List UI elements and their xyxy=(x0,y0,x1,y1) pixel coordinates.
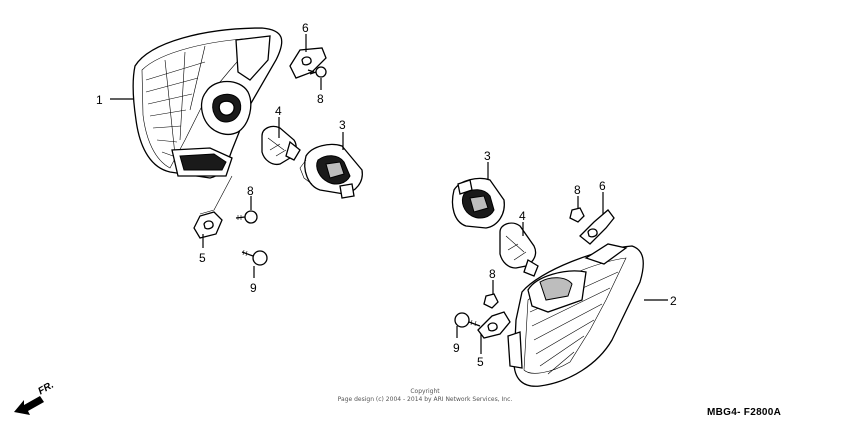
right-turn-signal-lens[interactable] xyxy=(507,243,644,387)
callout-9-left: 9 xyxy=(250,281,257,295)
callout-1: 1 xyxy=(96,93,103,107)
callout-5-left: 5 xyxy=(199,251,206,265)
screw-8-left[interactable] xyxy=(235,210,258,224)
left-upper-plate[interactable] xyxy=(289,47,327,79)
left-lower-plate[interactable] xyxy=(193,211,223,239)
right-bulb[interactable] xyxy=(499,222,539,277)
diagram-code: MBG4- F2800A xyxy=(707,407,782,418)
right-upper-plate[interactable] xyxy=(579,209,615,245)
left-turn-signal-lens[interactable] xyxy=(132,27,283,179)
callout-2: 2 xyxy=(670,294,677,308)
nut-8-right-lower[interactable] xyxy=(483,293,499,309)
screw-9-right[interactable] xyxy=(454,312,481,328)
callout-3-right: 3 xyxy=(484,149,491,163)
callout-8-right-lower: 8 xyxy=(489,267,496,281)
leader-lines xyxy=(110,34,668,354)
screw-9-left[interactable] xyxy=(241,249,268,266)
nut-8-right-upper[interactable] xyxy=(569,207,585,223)
copyright-notice: Copyright Page design (c) 2004 - 2014 by… xyxy=(300,388,550,404)
callout-6-left: 6 xyxy=(302,21,309,35)
copyright-line-1: Copyright xyxy=(410,388,440,395)
callout-8-right-upper: 8 xyxy=(574,183,581,197)
left-bulb[interactable] xyxy=(261,125,301,166)
callout-4-left: 4 xyxy=(275,104,282,118)
left-bulb-socket[interactable] xyxy=(299,143,363,199)
callout-9-right: 9 xyxy=(453,341,460,355)
right-bulb-socket[interactable] xyxy=(451,177,505,229)
callout-5-right: 5 xyxy=(477,355,484,369)
screw-8-top[interactable] xyxy=(307,66,327,78)
callout-8-left: 8 xyxy=(247,184,254,198)
callout-4-right: 4 xyxy=(519,209,526,223)
callout-6-right: 6 xyxy=(599,179,606,193)
copyright-line-2: Page design (c) 2004 - 2014 by ARI Netwo… xyxy=(337,396,513,403)
right-lower-plate[interactable] xyxy=(477,311,511,339)
callout-3-left: 3 xyxy=(339,118,346,132)
front-arrow-icon xyxy=(14,396,44,415)
callout-8-top: 8 xyxy=(317,92,324,106)
